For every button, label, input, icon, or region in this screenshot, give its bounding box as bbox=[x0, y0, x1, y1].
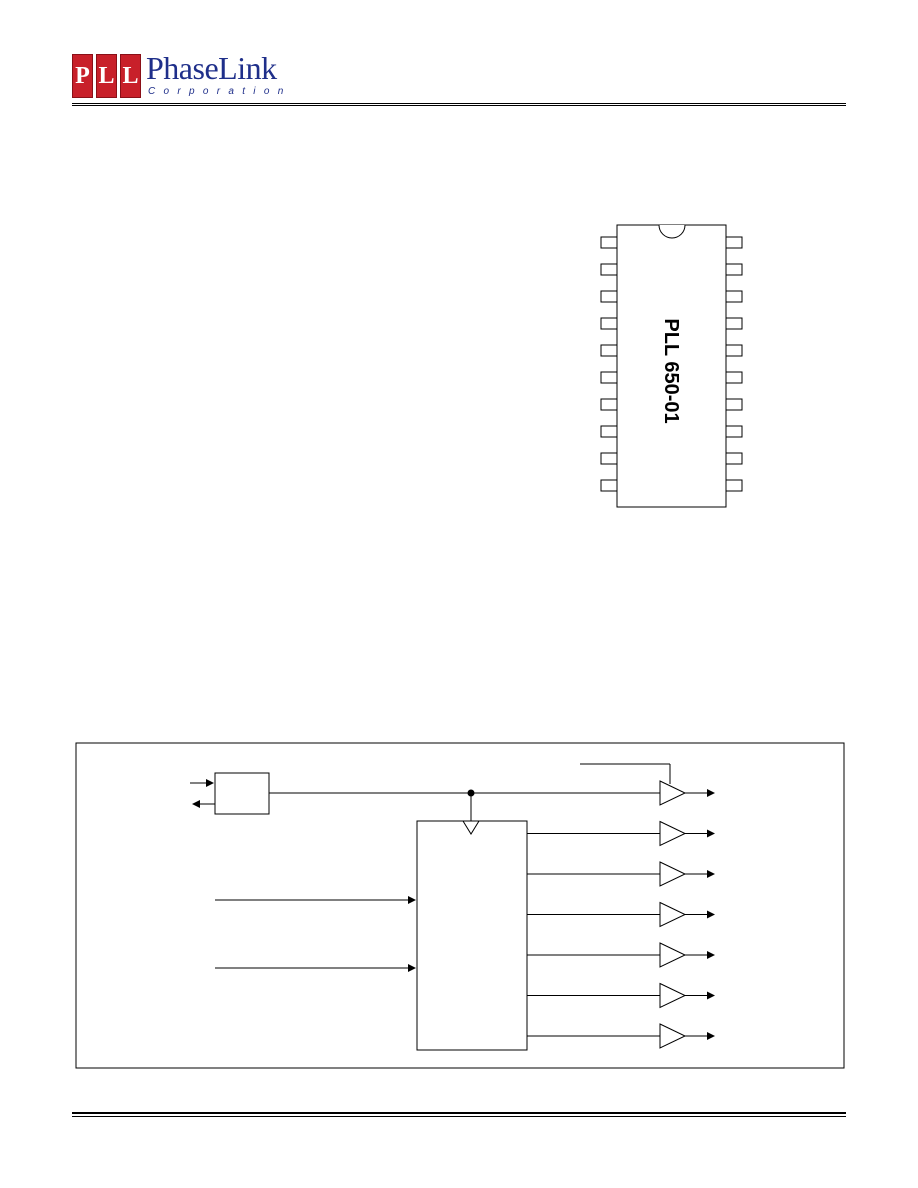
logo-name: PhaseLink bbox=[146, 50, 277, 86]
chip-pin-left bbox=[600, 452, 618, 465]
chip-pin-right bbox=[725, 317, 743, 330]
chip-pin-right bbox=[725, 398, 743, 411]
output-buffer bbox=[659, 1023, 687, 1049]
clock-input-marker bbox=[462, 820, 480, 835]
chip-pin-right bbox=[725, 371, 743, 384]
chip-pin-left bbox=[600, 263, 618, 276]
chip-pin-right bbox=[725, 236, 743, 249]
block-diagram bbox=[75, 742, 845, 1069]
output-buffer bbox=[659, 820, 687, 847]
logo-letter-box: L bbox=[96, 54, 117, 98]
pll-block bbox=[416, 820, 528, 1051]
chip-notch bbox=[658, 224, 686, 239]
footer-rule bbox=[72, 1112, 846, 1114]
output-buffer bbox=[659, 942, 687, 968]
oscillator-block bbox=[214, 772, 270, 815]
chip-pin-right bbox=[725, 479, 743, 492]
output-buffer bbox=[659, 861, 687, 887]
phaselink-logo: P L L PhaseLink Corporation bbox=[72, 50, 302, 102]
chip-pin-right bbox=[725, 452, 743, 465]
chip-pin-left bbox=[600, 290, 618, 303]
chip-pin-right bbox=[725, 290, 743, 303]
output-buffer bbox=[659, 982, 687, 1009]
chip-package bbox=[600, 224, 743, 508]
chip-pin-left bbox=[600, 236, 618, 249]
chip-pin-right bbox=[725, 425, 743, 438]
footer-rule-thin bbox=[72, 1116, 846, 1117]
chip-pin-right bbox=[725, 344, 743, 357]
header-rule bbox=[72, 103, 846, 106]
chip-pin-left bbox=[600, 425, 618, 438]
chip-pin-left bbox=[600, 479, 618, 492]
chip-body bbox=[616, 224, 727, 508]
diagram-frame bbox=[75, 742, 845, 1069]
chip-pin-left bbox=[600, 344, 618, 357]
chip-part-number: PLL 650-01 bbox=[660, 318, 682, 423]
chip-pin-right bbox=[725, 263, 743, 276]
logo-letter-box: L bbox=[120, 54, 141, 98]
chip-pin-left bbox=[600, 317, 618, 330]
output-buffer bbox=[659, 780, 687, 806]
chip-pin-left bbox=[600, 398, 618, 411]
logo-subtitle: Corporation bbox=[148, 86, 292, 97]
chip-pin-left bbox=[600, 371, 618, 384]
output-buffer bbox=[659, 901, 687, 928]
logo-letter-box: P bbox=[72, 54, 93, 98]
